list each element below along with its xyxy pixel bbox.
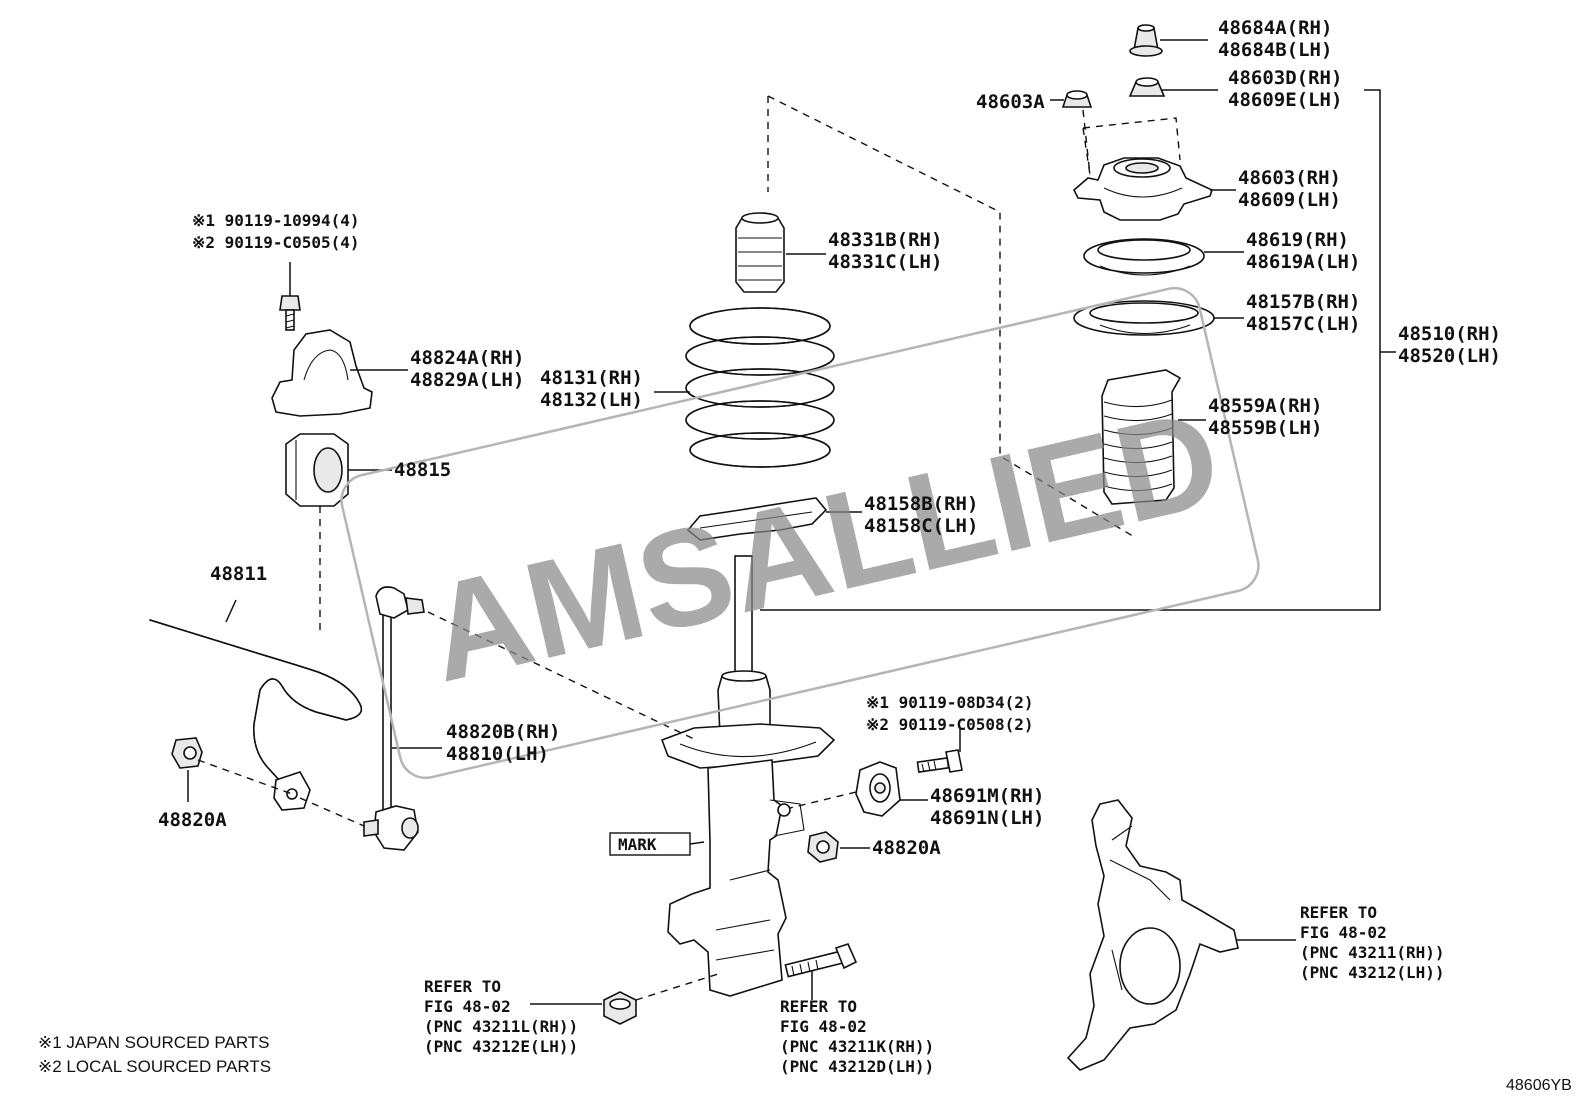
svg-text:(PNC 43211L(RH)): (PNC 43211L(RH)) — [424, 1017, 578, 1036]
svg-text:48520(LH): 48520(LH) — [1398, 345, 1501, 367]
label-48820b: 48820B(RH) 48810(LH) — [446, 721, 560, 765]
svg-text:48619(RH): 48619(RH) — [1246, 229, 1349, 251]
svg-text:48691M(RH): 48691M(RH) — [930, 785, 1044, 807]
label-48811: 48811 — [210, 563, 267, 585]
stabilizer-bushing[interactable] — [285, 433, 349, 507]
stabilizer-link[interactable] — [363, 586, 425, 851]
svg-text:※1 90119-08D34(2): ※1 90119-08D34(2) — [866, 693, 1034, 712]
footnotes: ※1 JAPAN SOURCED PARTS ※2 LOCAL SOURCED … — [38, 1033, 271, 1076]
label-48684: 48684A(RH) 48684B(LH) — [1218, 17, 1332, 61]
label-48820a-right: 48820A — [872, 837, 941, 859]
svg-text:48609(LH): 48609(LH) — [1238, 189, 1341, 211]
svg-text:48820B(RH): 48820B(RH) — [446, 721, 560, 743]
label-refer-bolt: REFER TO FIG 48-02 (PNC 43211K(RH)) (PNC… — [780, 997, 934, 1076]
label-48331: 48331B(RH) 48331C(LH) — [828, 229, 942, 273]
lower-spring-insulator[interactable] — [686, 497, 828, 541]
svg-text:48829A(LH): 48829A(LH) — [410, 369, 524, 391]
svg-text:FIG 48-02: FIG 48-02 — [424, 997, 511, 1016]
svg-text:48157B(RH): 48157B(RH) — [1246, 291, 1360, 313]
svg-text:48331C(LH): 48331C(LH) — [828, 251, 942, 273]
stabilizer-bar[interactable] — [149, 619, 363, 811]
bump-stopper[interactable] — [735, 212, 785, 293]
footnote-local: ※2 LOCAL SOURCED PARTS — [38, 1057, 271, 1076]
knuckle-bolt[interactable] — [784, 943, 858, 978]
strut-bolt[interactable] — [916, 749, 963, 773]
svg-text:48603A: 48603A — [976, 91, 1045, 113]
svg-text:(PNC 43211(RH)): (PNC 43211(RH)) — [1300, 943, 1445, 962]
label-48815: 48815 — [394, 459, 451, 481]
link-nut-right[interactable] — [807, 831, 839, 863]
svg-text:48559A(RH): 48559A(RH) — [1208, 395, 1322, 417]
strut-cushion[interactable] — [855, 761, 901, 817]
mark-callout: MARK — [609, 832, 705, 856]
svg-text:48820A: 48820A — [872, 837, 941, 859]
svg-text:48811: 48811 — [210, 563, 267, 585]
svg-text:48131(RH): 48131(RH) — [540, 367, 643, 389]
upper-spring-seat[interactable] — [1073, 300, 1215, 336]
label-48603a: 48603A — [976, 91, 1045, 113]
svg-text:REFER TO: REFER TO — [780, 997, 857, 1016]
svg-text:48609E(LH): 48609E(LH) — [1228, 89, 1342, 111]
svg-text:※2 90119-C0508(2): ※2 90119-C0508(2) — [866, 715, 1034, 734]
svg-text:(PNC 43212E(LH)): (PNC 43212E(LH)) — [424, 1037, 578, 1056]
svg-text:48158C(LH): 48158C(LH) — [864, 515, 978, 537]
svg-text:(PNC 43211K(RH)): (PNC 43211K(RH)) — [780, 1037, 934, 1056]
coil-spring[interactable] — [685, 307, 835, 468]
mark-label: MARK — [618, 835, 657, 854]
stabilizer-bracket[interactable] — [271, 329, 373, 417]
label-48559: 48559A(RH) 48559B(LH) — [1208, 395, 1322, 439]
svg-text:※1 90119-10994(4): ※1 90119-10994(4) — [192, 211, 360, 230]
svg-text:(PNC 43212D(LH)): (PNC 43212D(LH)) — [780, 1057, 934, 1076]
strut-bearing[interactable] — [1083, 238, 1205, 276]
label-refer-knuckle: REFER TO FIG 48-02 (PNC 43211(RH)) (PNC … — [1300, 903, 1445, 982]
label-48158: 48158B(RH) 48158C(LH) — [864, 493, 978, 537]
mount-small-nut[interactable] — [1061, 90, 1093, 108]
label-48820a-left: 48820A — [158, 809, 227, 831]
svg-text:FIG 48-02: FIG 48-02 — [1300, 923, 1387, 942]
svg-text:48158B(RH): 48158B(RH) — [864, 493, 978, 515]
mount-nut[interactable] — [1128, 77, 1166, 97]
label-48603d: 48603D(RH) 48609E(LH) — [1228, 67, 1342, 111]
svg-text:48684A(RH): 48684A(RH) — [1218, 17, 1332, 39]
label-48619: 48619(RH) 48619A(LH) — [1246, 229, 1360, 273]
label-bolt-top: ※1 90119-10994(4) ※2 90119-C0505(4) — [192, 211, 360, 252]
svg-text:48684B(LH): 48684B(LH) — [1218, 39, 1332, 61]
label-48603: 48603(RH) 48609(LH) — [1238, 167, 1341, 211]
svg-text:48510(RH): 48510(RH) — [1398, 323, 1501, 345]
svg-text:48559B(LH): 48559B(LH) — [1208, 417, 1322, 439]
svg-text:FIG 48-02: FIG 48-02 — [780, 1017, 867, 1036]
label-48131: 48131(RH) 48132(LH) — [540, 367, 643, 411]
link-nut-left[interactable] — [171, 737, 203, 769]
svg-text:48691N(LH): 48691N(LH) — [930, 807, 1044, 829]
svg-text:48815: 48815 — [394, 459, 451, 481]
footnote-japan: ※1 JAPAN SOURCED PARTS — [38, 1033, 270, 1052]
svg-text:48603D(RH): 48603D(RH) — [1228, 67, 1342, 89]
svg-text:48820A: 48820A — [158, 809, 227, 831]
svg-text:48157C(LH): 48157C(LH) — [1246, 313, 1360, 335]
svg-text:48132(LH): 48132(LH) — [540, 389, 643, 411]
svg-text:48331B(RH): 48331B(RH) — [828, 229, 942, 251]
label-48691: 48691M(RH) 48691N(LH) — [930, 785, 1044, 829]
bracket-bolt[interactable] — [279, 295, 301, 331]
label-bolt-strut: ※1 90119-08D34(2) ※2 90119-C0508(2) — [866, 693, 1034, 734]
knuckle-nut[interactable] — [603, 991, 637, 1025]
svg-text:REFER TO: REFER TO — [424, 977, 501, 996]
svg-text:48619A(LH): 48619A(LH) — [1246, 251, 1360, 273]
svg-text:REFER TO: REFER TO — [1300, 903, 1377, 922]
figure-id: 48606YB — [1506, 1077, 1572, 1094]
svg-text:48810(LH): 48810(LH) — [446, 743, 549, 765]
steering-knuckle[interactable] — [1066, 799, 1239, 1071]
svg-text:48824A(RH): 48824A(RH) — [410, 347, 524, 369]
label-48824: 48824A(RH) 48829A(LH) — [410, 347, 524, 391]
label-refer-nut: REFER TO FIG 48-02 (PNC 43211L(RH)) (PNC… — [424, 977, 578, 1056]
label-48157: 48157B(RH) 48157C(LH) — [1246, 291, 1360, 335]
svg-text:(PNC 43212(LH)): (PNC 43212(LH)) — [1300, 963, 1445, 982]
svg-text:※2 90119-C0505(4): ※2 90119-C0505(4) — [192, 233, 360, 252]
svg-text:48603(RH): 48603(RH) — [1238, 167, 1341, 189]
dust-cap[interactable] — [1129, 24, 1163, 57]
dust-boot[interactable] — [1101, 369, 1182, 505]
label-48510: 48510(RH) 48520(LH) — [1398, 323, 1501, 367]
strut-mount[interactable] — [1073, 157, 1213, 221]
